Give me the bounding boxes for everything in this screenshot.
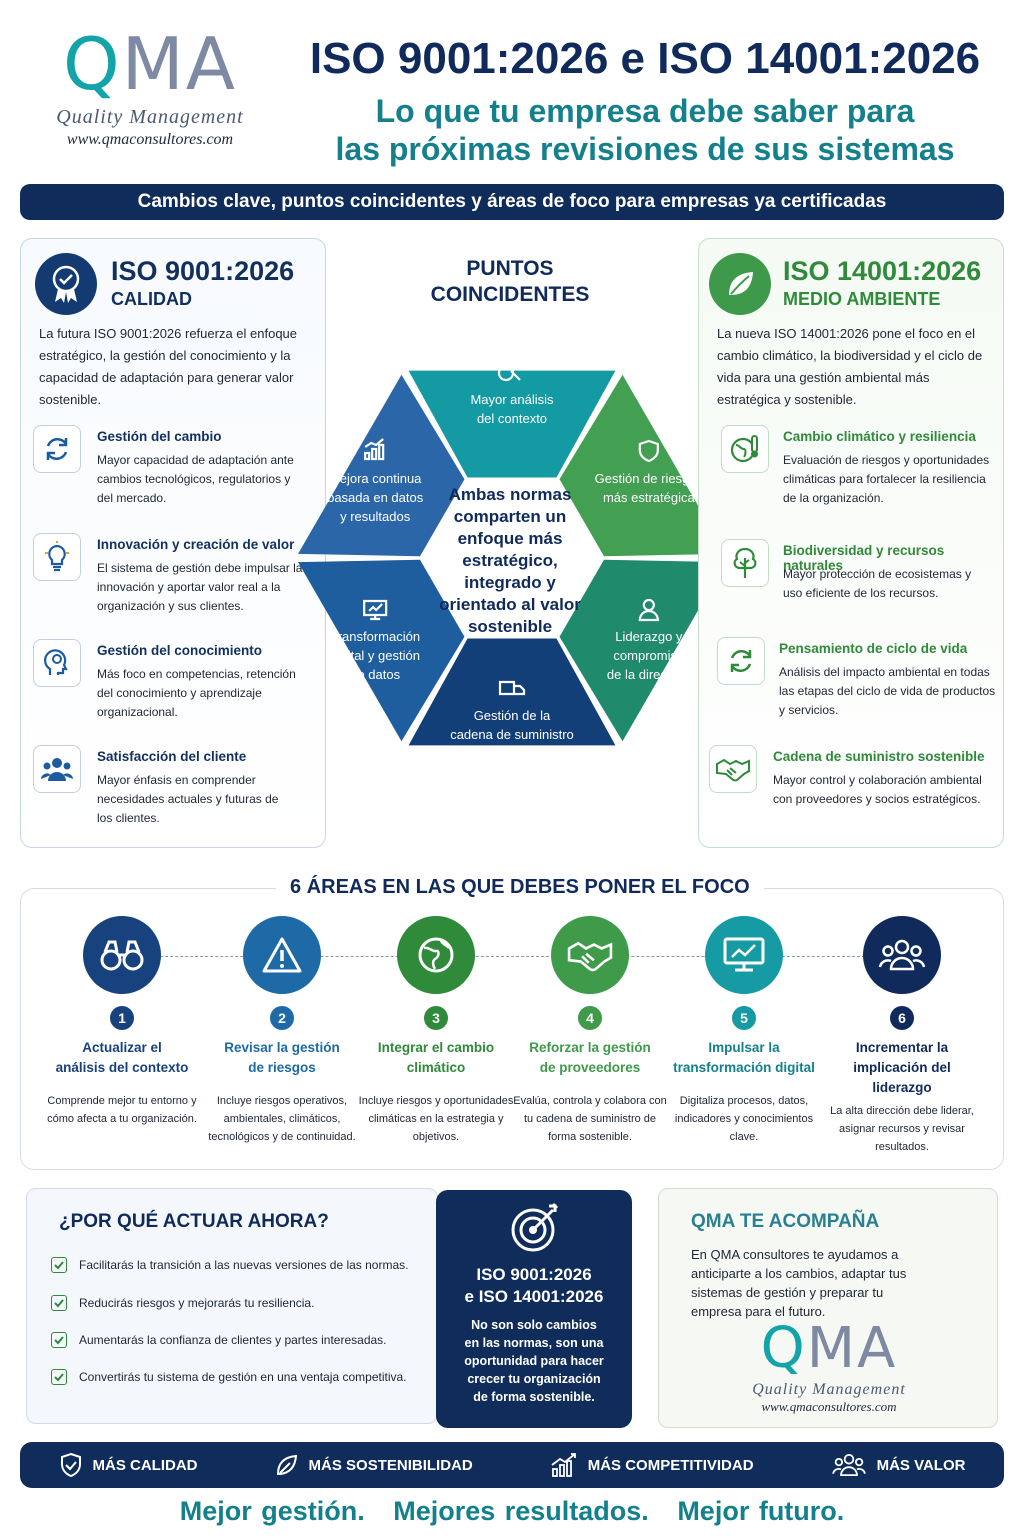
ring-segment (408, 370, 616, 478)
globe-icon (397, 916, 475, 994)
leaf-badge-icon (709, 253, 771, 315)
why-item: Aumentarás la confianza de clientes y pa… (51, 1332, 387, 1348)
people-icon (33, 745, 81, 793)
iso9001-title: ISO 9001:2026 (111, 256, 295, 286)
handshake-icon (551, 916, 629, 994)
ring-segment-label: más estratégica (603, 490, 696, 505)
group-icon (863, 916, 941, 994)
ring-segment-label: Gestión de riesgos (595, 471, 704, 486)
logo-small: QMA Quality Management www.qmaconsultore… (719, 1321, 939, 1415)
logo: QMA Quality Management www.qmaconsultore… (40, 28, 260, 149)
iso14001-title: ISO 14001:2026 (783, 256, 982, 286)
ring-segment-label: y resultados (340, 509, 411, 524)
target-icon (509, 1202, 561, 1259)
top-banner: Cambios clave, puntos coincidentes y áre… (20, 184, 1004, 220)
ring-segment-label: del contexto (477, 411, 547, 426)
why-item: Facilitarás la transición a las nuevas v… (51, 1257, 408, 1273)
warning-icon (243, 916, 321, 994)
ring-segment (298, 559, 465, 742)
ring-segment (408, 638, 616, 746)
monitor-chart-icon (705, 916, 783, 994)
ring-segment-label: Gestión de la (474, 708, 551, 723)
iso9001-panel: ISO 9001:2026 CALIDAD La futura ISO 9001… (20, 238, 326, 848)
why-title: ¿POR QUÉ ACTUAR AHORA? (59, 1211, 329, 1232)
logo-url: www.qmaconsultores.com (66, 131, 234, 148)
logo-wordmark: QMA (760, 1316, 898, 1381)
iso9001-intro: La futura ISO 9001:2026 refuerza el enfo… (39, 326, 298, 407)
head-gear-icon (33, 639, 81, 687)
ring-segment-icon (497, 364, 521, 382)
logo-tagline: Quality Management (56, 106, 244, 128)
slogan: Mejor gestión. Mejores resultados. Mejor… (179, 1496, 845, 1526)
iso9001-subtitle: CALIDAD (111, 289, 192, 309)
focus-connector-line (120, 956, 900, 957)
ring-segment (559, 374, 726, 557)
leaf-icon (276, 1454, 297, 1475)
ring-segment-icon (638, 598, 659, 622)
ring-segment-label: de la dirección (607, 667, 691, 682)
why-item: Convertirás tu sistema de gestión en una… (51, 1369, 407, 1385)
focus-areas-box (20, 888, 1004, 1170)
qma-support-box: QMA TE ACOMPAÑA En QMA consultores te ay… (658, 1188, 998, 1428)
cycle-icon (717, 637, 765, 685)
ring-segment-label: digital y gestión (330, 648, 420, 663)
qma-text: En QMA consultores te ayudamos a anticip… (691, 1247, 907, 1319)
why-item: Reducirás riesgos y mejorarás tu resilie… (51, 1295, 314, 1311)
ring-segment-icon (498, 680, 526, 696)
check-icon (51, 1332, 67, 1348)
ring-segment-icon (364, 438, 385, 461)
award-badge-icon (35, 253, 97, 315)
mid-text: No son solo cambios en las normas, son u… (464, 1318, 604, 1404)
iso14001-panel: ISO 14001:2026 MEDIO AMBIENTE La nueva I… (698, 238, 1004, 848)
logo-wordmark: QMA (62, 22, 238, 106)
benefit-quality: MÁS CALIDAD (59, 1452, 198, 1478)
qma-title: QMA TE ACOMPAÑA (691, 1211, 880, 1232)
ring-segment-label: de datos (350, 667, 400, 682)
group-icon (831, 1453, 866, 1477)
ring-segment-label: basada en datos (327, 490, 424, 505)
ring-segment-label: Liderazgo y (615, 629, 683, 644)
benefit-sustainability: MÁS SOSTENIBILIDAD (275, 1453, 473, 1477)
ring-segment-icon (363, 599, 388, 621)
growth-chart-icon (551, 1453, 576, 1477)
page-subtitle: Lo que tu empresa debe saber para las pr… (335, 93, 955, 168)
lightbulb-icon (33, 533, 81, 581)
benefit-value: MÁS VALOR (831, 1452, 965, 1478)
handshake-icon (709, 745, 757, 793)
focus-title: 6 ÁREAS EN LAS QUE DEBES PONER EL FOCO (276, 876, 764, 899)
center-statement: Ambas normas comparten un enfoque más es… (439, 485, 581, 636)
page-title: ISO 9001:2026 e ISO 14001:2026 (309, 34, 981, 83)
shield-check-icon (60, 1452, 81, 1478)
check-icon (51, 1369, 67, 1385)
benefits-bar: MÁS CALIDAD MÁS SOSTENIBILIDAD MÁS COMPE… (20, 1442, 1004, 1488)
iso14001-intro: La nueva ISO 14001:2026 pone el foco en … (717, 326, 983, 407)
ring-segment-label: compromiso (613, 648, 684, 663)
check-icon (51, 1257, 67, 1273)
ring-segment-label: Mayor análisis (470, 392, 554, 407)
ring-segment-label: cadena de suministro (450, 727, 574, 742)
benefit-competitiveness: MÁS COMPETITIVIDAD (550, 1453, 754, 1477)
binoculars-icon (83, 916, 161, 994)
tree-icon (721, 539, 769, 587)
globe-thermometer-icon (721, 425, 769, 473)
check-icon (51, 1295, 67, 1311)
ring-segment-label: Mejora continua (329, 471, 422, 486)
ring-segment-label: Transformación (330, 629, 420, 644)
ring-segment (559, 559, 726, 742)
ring-segment-icon (638, 439, 659, 463)
ring-segment (298, 374, 465, 557)
iso14001-subtitle: MEDIO AMBIENTE (783, 289, 941, 309)
refresh-icon (33, 425, 81, 473)
why-act-now-box: ¿POR QUÉ ACTUAR AHORA? Facilitarás la tr… (26, 1188, 438, 1424)
center-title: PUNTOS COINCIDENTES (430, 257, 590, 307)
